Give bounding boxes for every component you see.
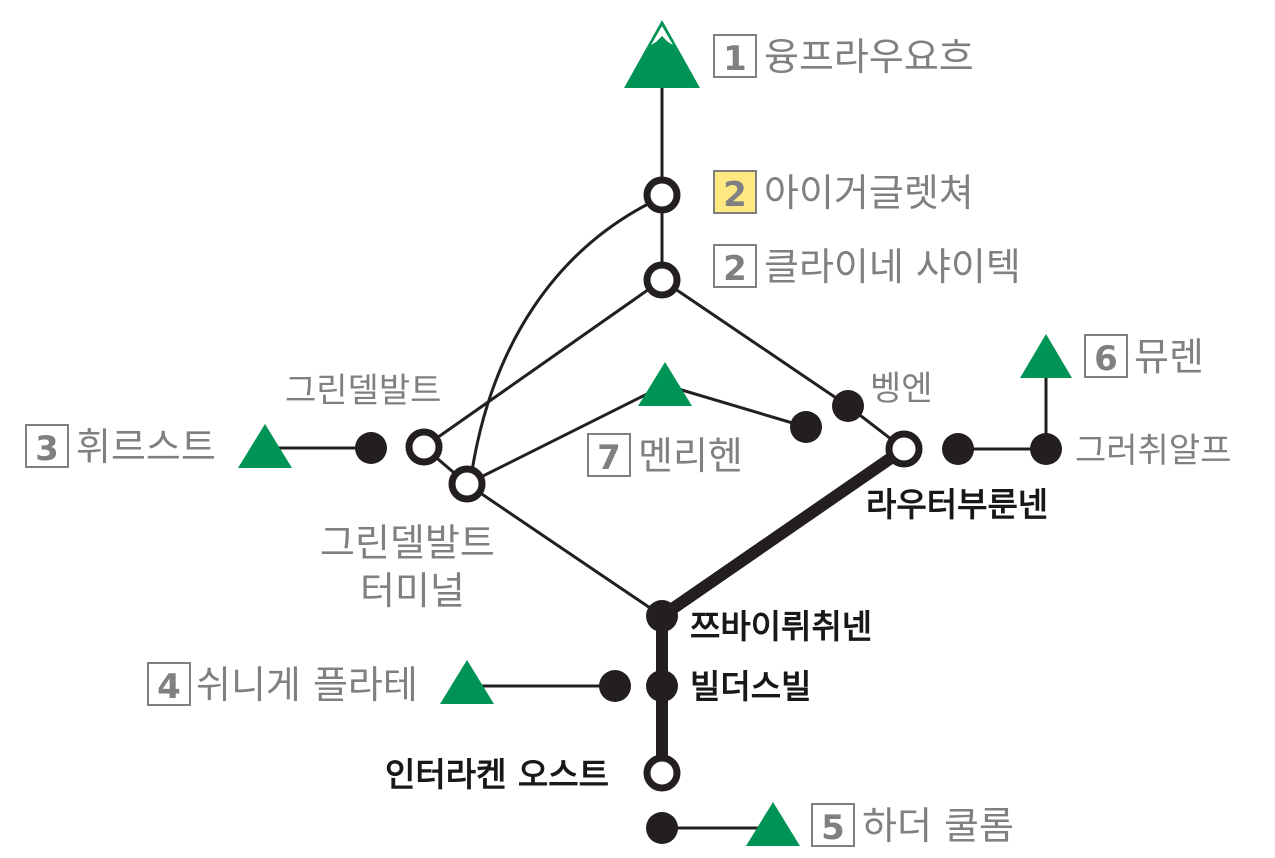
- destination-label: 뮤렌: [1134, 335, 1204, 379]
- destination-label: 쉬니게 플라테: [196, 663, 418, 707]
- destination-label: 멘리헨: [638, 434, 743, 478]
- destination-first[interactable]: 3 휘르스트: [25, 424, 216, 469]
- first-peak-icon: [238, 424, 292, 468]
- label-interlaken-ost: 인터라켄 오스트: [385, 755, 609, 794]
- station-mannlichen-base[interactable]: [790, 411, 822, 443]
- number-badge-text: 1: [723, 39, 747, 79]
- label-lauterbrunnen: 라우터부룬넨: [866, 485, 1048, 524]
- number-badge: [811, 803, 855, 847]
- label-grutschalp: 그러취알프: [1075, 431, 1231, 471]
- destination-kleine-scheidegg[interactable]: 2 클라이네 샤이텍: [713, 244, 1021, 289]
- label-grindelwald: 그린델발트: [285, 371, 441, 411]
- destination-jungfraujoch[interactable]: 1 융프라우요흐: [713, 34, 974, 79]
- number-badge-text: 7: [597, 438, 621, 478]
- destination-label: 융프라우요흐: [764, 35, 974, 79]
- destination-harder-kulm[interactable]: 5 하더 쿨롬: [811, 803, 1014, 848]
- number-badge: [147, 662, 191, 706]
- label-wilderswil: 빌더스빌: [690, 667, 811, 706]
- destination-label: 휘르스트: [76, 425, 216, 469]
- number-badge-text: 3: [35, 429, 59, 469]
- number-badge-text: 4: [157, 667, 181, 707]
- line-eiger-express: [468, 202, 649, 485]
- destination-label: 하더 쿨롬: [862, 804, 1014, 848]
- station-wengen[interactable]: [832, 390, 864, 422]
- number-badge-text: 5: [821, 808, 845, 848]
- mannlichen-peak-icon: [638, 362, 692, 406]
- destination-label: 클라이네 샤이텍: [764, 245, 1021, 289]
- label-wengen: 벵엔: [870, 369, 933, 409]
- line-kleine-scheidegg-grindelwald: [423, 278, 663, 449]
- station-lauterbrunnen-cable[interactable]: [942, 433, 974, 465]
- destination-label: 아이거글렛쳐: [764, 171, 974, 215]
- number-badge: [587, 433, 631, 477]
- line-kleine-scheidegg-wengen: [661, 278, 849, 408]
- line-mannlichen: [466, 383, 807, 486]
- station-eigergletscher[interactable]: [643, 176, 681, 214]
- label-grindelwald-terminal-line2: 터미널: [360, 569, 465, 613]
- harder-kulm-peak-icon: [746, 802, 800, 846]
- number-badge: [1084, 334, 1128, 378]
- number-badge-text: 6: [1094, 339, 1118, 379]
- schynige-platte-peak-icon: [440, 660, 494, 704]
- number-badge: [713, 244, 757, 288]
- station-lauterbrunnen[interactable]: [885, 430, 923, 468]
- station-kleine-scheidegg[interactable]: [643, 261, 681, 299]
- number-badge: [713, 34, 757, 78]
- station-grindelwald-terminal[interactable]: [448, 465, 486, 503]
- label-zweilutschinen: 쯔바이뤼취넨: [690, 607, 872, 646]
- number-badge: [25, 424, 69, 468]
- station-grutschalp[interactable]: [1030, 433, 1062, 465]
- destination-eigergletscher[interactable]: 2 아이거글렛쳐: [713, 170, 974, 215]
- label-grindelwald-terminal-line1: 그린델발트: [320, 521, 495, 565]
- station-schynige-platte-base[interactable]: [599, 670, 631, 702]
- number-badge-text: 2: [723, 249, 747, 289]
- station-zweilutschinen[interactable]: [646, 600, 678, 632]
- number-badge-highlighted: [713, 170, 757, 214]
- destination-mannlichen[interactable]: 7 멘리헨: [587, 433, 743, 478]
- station-harder-kulm-base[interactable]: [646, 812, 678, 844]
- station-first-base[interactable]: [355, 432, 387, 464]
- station-grindelwald[interactable]: [405, 428, 443, 466]
- station-interlaken-ost[interactable]: [643, 754, 681, 792]
- station-wilderswil[interactable]: [646, 670, 678, 702]
- number-badge-text: 2: [723, 175, 747, 215]
- destination-murren[interactable]: 6 뮤렌: [1084, 334, 1204, 379]
- destination-schynige-platte[interactable]: 4 쉬니게 플라테: [147, 662, 418, 707]
- line-terminal-zweilutschinen: [466, 482, 663, 618]
- murren-peak-icon: [1020, 334, 1072, 378]
- jungfraujoch-peak-icon: [624, 20, 700, 88]
